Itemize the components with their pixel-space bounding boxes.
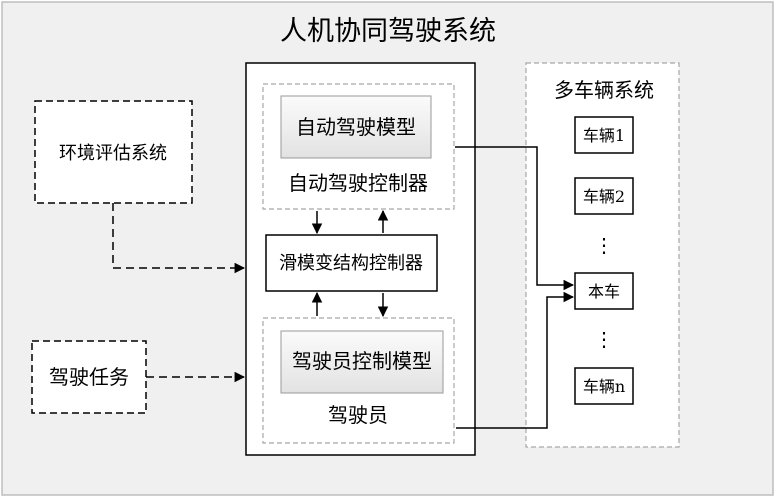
- driver-model-label: 驾驶员控制模型: [292, 349, 432, 373]
- ego-vehicle-label: 本车: [588, 282, 620, 301]
- multi-vehicle-title: 多车辆系统: [554, 78, 654, 102]
- auto-driving-model-label: 自动驾驶模型: [296, 115, 416, 139]
- auto-controller-label: 自动驾驶控制器: [288, 171, 428, 195]
- sliding-mode-controller-label: 滑模变结构控制器: [279, 253, 423, 274]
- vehicle-ellipsis-top: ⋮: [594, 233, 614, 257]
- diagram-title: 人机协同驾驶系统: [280, 16, 496, 47]
- env-assessment-label: 环境评估系统: [59, 143, 167, 164]
- driver-label: 驾驶员: [328, 403, 388, 427]
- vehicle-n-label: 车辆n: [583, 377, 625, 396]
- vehicle-2-label: 车辆2: [583, 187, 625, 206]
- driving-task-label: 驾驶任务: [49, 365, 129, 389]
- vehicle-1-label: 车辆1: [583, 126, 625, 145]
- vehicle-ellipsis-bottom: ⋮: [594, 327, 614, 351]
